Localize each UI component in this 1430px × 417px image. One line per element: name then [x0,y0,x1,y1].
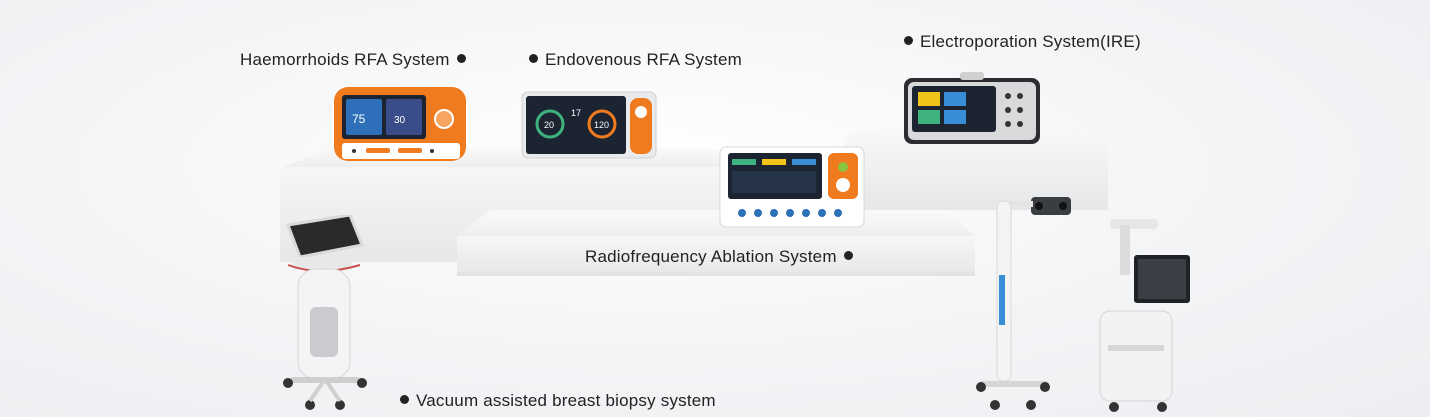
navigation-stand [976,197,1071,410]
endovenous-value-2: 17 [571,108,581,118]
label-endovenous: Endovenous RFA System [522,50,742,70]
label-electroporation-text: Electroporation System(IRE) [920,32,1141,51]
platform-center-front [457,236,975,276]
electroporation-device [904,72,1040,144]
label-haemorrhoids: Haemorrhoids RFA System [240,50,473,70]
bullet-icon [400,395,409,405]
label-endovenous-text: Endovenous RFA System [545,50,742,69]
endovenous-value-1: 20 [544,120,554,130]
label-radiofrequency-text: Radiofrequency Ablation System [585,247,837,266]
bullet-icon [456,54,466,64]
bullet-icon [529,54,538,64]
label-radiofrequency: Radiofrequency Ablation System [585,247,860,267]
vacuum-biopsy-cart [283,215,367,410]
label-vacuum: Vacuum assisted breast biopsy system [393,391,716,411]
endovenous-value-3: 120 [594,120,609,130]
label-electroporation: Electroporation System(IRE) [897,32,1141,52]
bullet-icon [904,36,913,46]
endovenous-rfa-device: 20 17 120 [521,91,657,159]
radiofrequency-ablation-device [719,146,865,228]
platform-center-top [457,210,975,236]
haemorrhoids-screen-value-2: 30 [394,115,406,126]
bullet-icon [843,251,853,261]
robotic-cart [1099,219,1190,412]
haemorrhoids-rfa-device: 75 30 [334,87,466,161]
label-vacuum-text: Vacuum assisted breast biopsy system [416,391,716,410]
haemorrhoids-screen-value-1: 75 [352,112,366,126]
label-haemorrhoids-text: Haemorrhoids RFA System [240,50,450,69]
